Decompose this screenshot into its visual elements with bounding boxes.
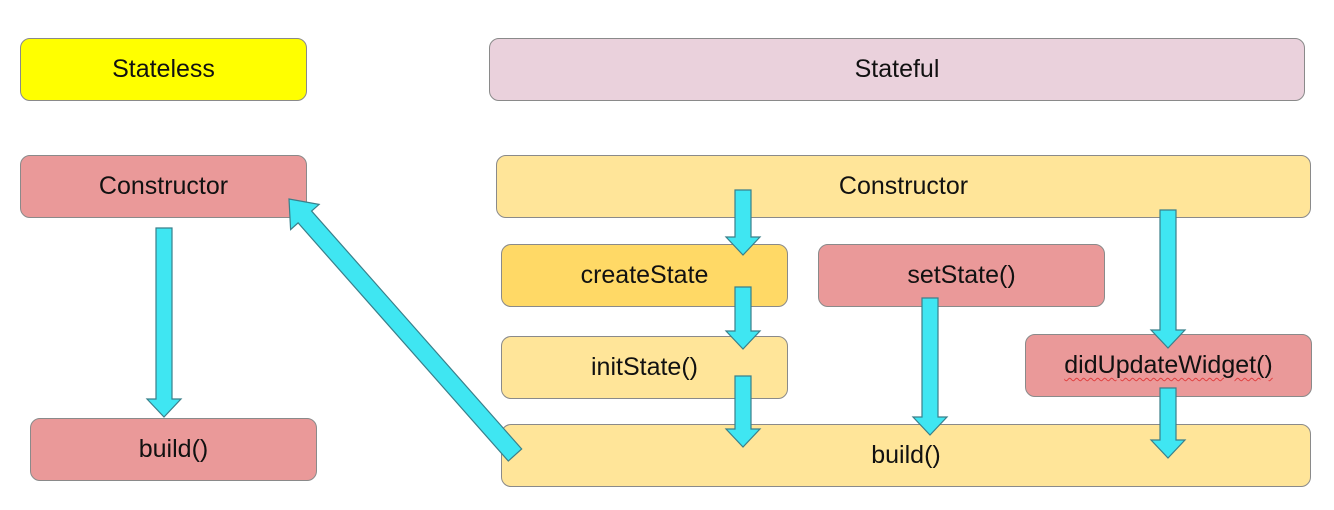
init-state-box: initState() bbox=[501, 336, 788, 399]
stateless-build-box: build() bbox=[30, 418, 317, 481]
stateless-build-label: build() bbox=[138, 435, 209, 463]
arrow-constructor-to-did-update-widget bbox=[1149, 209, 1187, 349]
init-state-label: initState() bbox=[591, 353, 698, 381]
arrow-set-state-to-build bbox=[911, 297, 949, 436]
did-update-widget-box: didUpdateWidget() bbox=[1025, 334, 1312, 397]
stateful-box: Stateful bbox=[489, 38, 1305, 101]
set-state-box: setState() bbox=[818, 244, 1105, 307]
arrow-constructor-to-build-left bbox=[145, 227, 183, 418]
stateful-build-box: build() bbox=[501, 424, 1311, 487]
stateful-label: Stateful bbox=[854, 55, 940, 83]
did-update-widget-label: didUpdateWidget() bbox=[1064, 351, 1273, 379]
stateless-constructor-label: Constructor bbox=[98, 172, 229, 200]
stateless-box: Stateless bbox=[20, 38, 307, 101]
stateful-constructor-box: Constructor bbox=[496, 155, 1311, 218]
stateful-constructor-label: Constructor bbox=[838, 172, 969, 200]
stateful-build-label: build() bbox=[871, 441, 941, 469]
arrow-build-to-constructor-left bbox=[288, 198, 523, 462]
create-state-box: createState bbox=[501, 244, 788, 307]
stateless-constructor-box: Constructor bbox=[20, 155, 307, 218]
set-state-label: setState() bbox=[907, 261, 1016, 289]
stateless-label: Stateless bbox=[112, 55, 215, 83]
create-state-label: createState bbox=[580, 261, 709, 289]
